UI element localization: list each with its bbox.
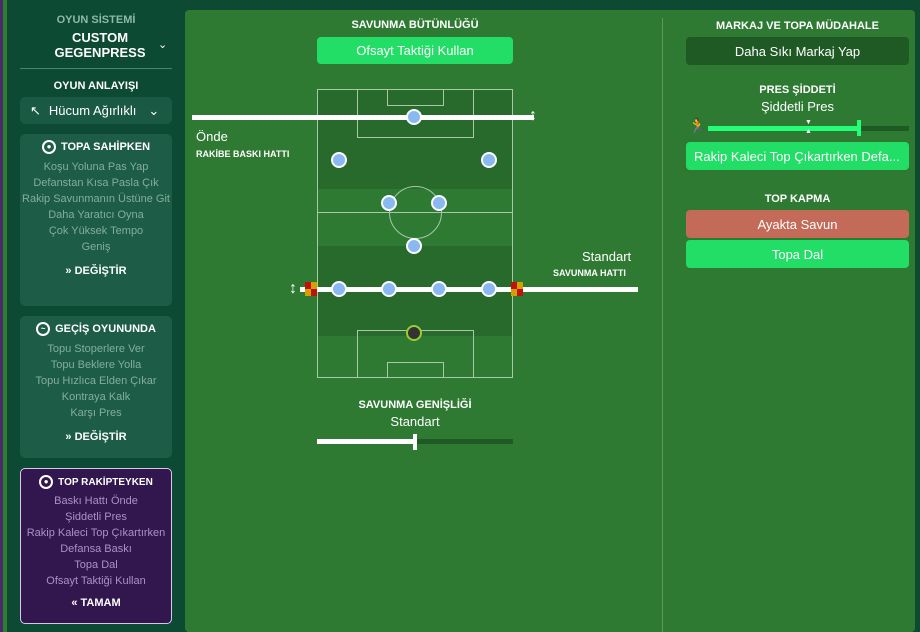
marking-title: MARKAJ VE TOPA MÜDAHALE: [716, 20, 879, 32]
list-item: Rakip Savunmanın Üstüne Git: [22, 193, 170, 205]
player-marker[interactable]: [331, 281, 347, 297]
list-item: Karşı Pres: [70, 407, 122, 419]
get-stuck-in-button[interactable]: Topa Dal: [686, 240, 909, 268]
line-of-engagement-line[interactable]: [192, 115, 534, 120]
list-item: Topu Stoperlere Ver: [47, 343, 145, 355]
list-item: Topu Hızlıca Elden Çıkar: [35, 375, 157, 387]
transition-title: GEÇİŞ OYUNUNDA: [55, 323, 156, 335]
tackling-title: TOP KAPMA: [764, 193, 831, 205]
out-of-possession-title: TOP RAKİPTEYKEN: [58, 476, 153, 488]
line-of-engagement-label: RAKİBE BASKI HATTI: [196, 149, 290, 159]
width-title: SAVUNMA GENİŞLİĞİ: [358, 399, 472, 411]
player-marker[interactable]: [381, 195, 397, 211]
stay-on-feet-button[interactable]: Ayakta Savun: [686, 210, 909, 238]
tighter-marking-button[interactable]: Daha Sıkı Markaj Yap: [686, 37, 909, 65]
line-of-engagement-value: Önde: [196, 129, 228, 144]
width-value: Standart: [390, 414, 440, 429]
in-possession-panel: ● TOPA SAHİPKEN Koşu Yoluna Pas Yap Defan…: [20, 134, 172, 306]
transition-panel: ~ GEÇİŞ OYUNUNDA Topu Stoperlere Ver Topu…: [20, 316, 172, 458]
divider: [662, 18, 663, 632]
list-item: Defansa Baskı: [60, 543, 132, 555]
list-item: Topu Beklere Yolla: [50, 359, 142, 371]
default-marker-icon: ▼▲: [805, 119, 812, 135]
width-slider-handle[interactable]: [413, 434, 417, 450]
player-marker[interactable]: [331, 152, 347, 168]
drag-handle-vertical-icon[interactable]: ↕: [529, 107, 537, 124]
player-marker[interactable]: [431, 195, 447, 211]
press-title: PRES ŞİDDETİ: [759, 84, 836, 96]
list-item: Koşu Yoluna Pas Yap: [43, 161, 149, 173]
list-item: Topa Dal: [74, 559, 118, 571]
list-item: Baskı Hattı Önde: [54, 495, 138, 507]
ball-icon: ●: [41, 140, 56, 154]
list-item: Geniş: [81, 241, 111, 253]
ball-icon: ●: [39, 475, 54, 489]
done-button[interactable]: « TAMAM: [71, 597, 121, 609]
out-of-possession-panel: ● TOP RAKİPTEYKEN Baskı Hattı Önde Şiddet…: [20, 468, 172, 624]
player-marker[interactable]: [481, 152, 497, 168]
sidebar-edge-accent: [3, 0, 7, 632]
player-marker[interactable]: [406, 238, 422, 254]
system-label: OYUN SİSTEMİ: [56, 14, 136, 26]
gk-distribution-button[interactable]: Rakip Kaleci Top Çıkartırken Defa...: [686, 142, 909, 170]
in-possession-title: TOPA SAHİPKEN: [60, 141, 151, 153]
list-item: Rakip Kaleci Top Çıkartırken: [26, 527, 166, 539]
attack-arrow-icon: ↖: [30, 102, 41, 118]
list-item: Daha Yaratıcı Oyna: [48, 209, 144, 221]
player-marker[interactable]: [381, 281, 397, 297]
list-item: Defanstan Kısa Pasla Çık: [33, 177, 159, 189]
system-selector[interactable]: CUSTOM GEGENPRESS: [54, 30, 146, 60]
list-item: Şiddetli Pres: [65, 511, 127, 523]
change-button[interactable]: » DEĞİŞTİR: [65, 265, 127, 277]
running-man-icon: 🏃: [688, 118, 707, 135]
mentality-dropdown[interactable]: ↖ Hücum Ağırlıklı ⌄: [20, 97, 172, 124]
divider: [20, 68, 172, 69]
player-marker[interactable]: [481, 281, 497, 297]
offside-flag-icon: [511, 282, 523, 296]
list-item: Kontraya Kalk: [61, 391, 131, 403]
drag-handle-vertical-icon[interactable]: ↕: [289, 280, 297, 297]
defensive-line-label: SAVUNMA HATTI: [553, 268, 626, 278]
compactness-title: SAVUNMA BÜTÜNLÜĞÜ: [351, 19, 479, 31]
chevron-down-icon: ⌄: [148, 102, 160, 118]
press-slider[interactable]: [708, 126, 909, 131]
player-marker[interactable]: [406, 109, 422, 125]
transition-icon: ~: [36, 322, 51, 336]
main-panel: [185, 10, 915, 632]
list-item: Çok Yüksek Tempo: [48, 225, 144, 237]
press-slider-handle[interactable]: [856, 120, 861, 136]
chevron-down-icon[interactable]: ⌄: [158, 39, 168, 51]
press-value: Şiddetli Pres: [761, 99, 834, 114]
mentality-value: Hücum Ağırlıklı: [48, 103, 137, 118]
offside-flag-icon: [305, 282, 317, 296]
mentality-label: OYUN ANLAYIŞI: [53, 80, 139, 92]
defensive-line[interactable]: [300, 287, 638, 292]
defensive-line-value: Standart: [582, 249, 632, 264]
player-marker[interactable]: [431, 281, 447, 297]
list-item: Ofsayt Taktiği Kullan: [46, 575, 146, 587]
change-button[interactable]: » DEĞİŞTİR: [65, 431, 127, 443]
goalkeeper-marker[interactable]: [406, 325, 422, 341]
offside-trap-button[interactable]: Ofsayt Taktiği Kullan: [317, 37, 513, 64]
